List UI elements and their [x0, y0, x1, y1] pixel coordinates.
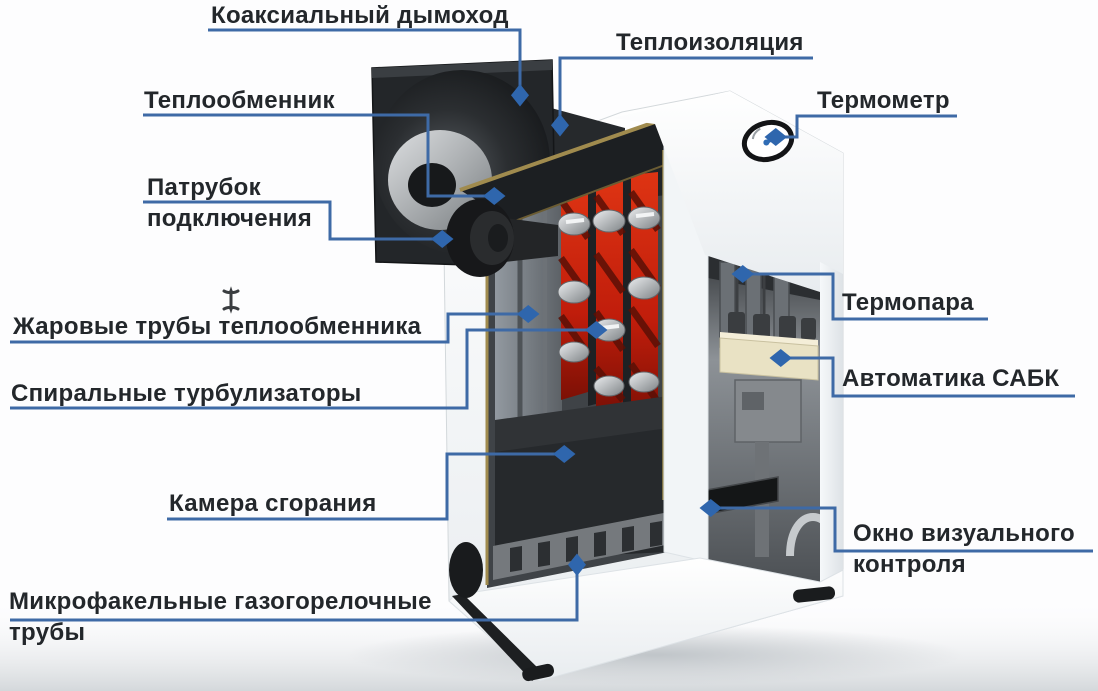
label-micro-torch-tubes: Микрофакельные газогорелочные трубы: [9, 588, 432, 647]
callout-lines: [10, 28, 1093, 622]
label-thermocouple: Термопара: [842, 289, 974, 316]
text-cursor-icon: [222, 286, 240, 314]
sabk-automation-unit: [719, 312, 819, 557]
label-spiral-turbulators: Спиральные турбулизаторы: [11, 380, 362, 407]
label-combustion-chamber: Камера сгорания: [169, 490, 377, 517]
label-connection-pipe: Патрубок подключения: [147, 174, 313, 233]
label-sabk-automation: Автоматика САБК: [842, 365, 1060, 392]
label-thermal-insulation: Теплоизоляция: [616, 29, 804, 56]
label-visual-control-window: Окно визуального контроля: [853, 520, 1076, 579]
label-coaxial-chimney: Коаксиальный дымоход: [211, 2, 509, 29]
label-fire-tubes: Жаровые трубы теплообменника: [13, 313, 422, 340]
label-heat-exchanger: Теплообменник: [144, 87, 335, 114]
base-details: [449, 542, 836, 682]
label-thermometer: Термометр: [817, 87, 950, 114]
connection-pipe-flange: [446, 199, 558, 277]
fire-tubes: [557, 172, 661, 420]
